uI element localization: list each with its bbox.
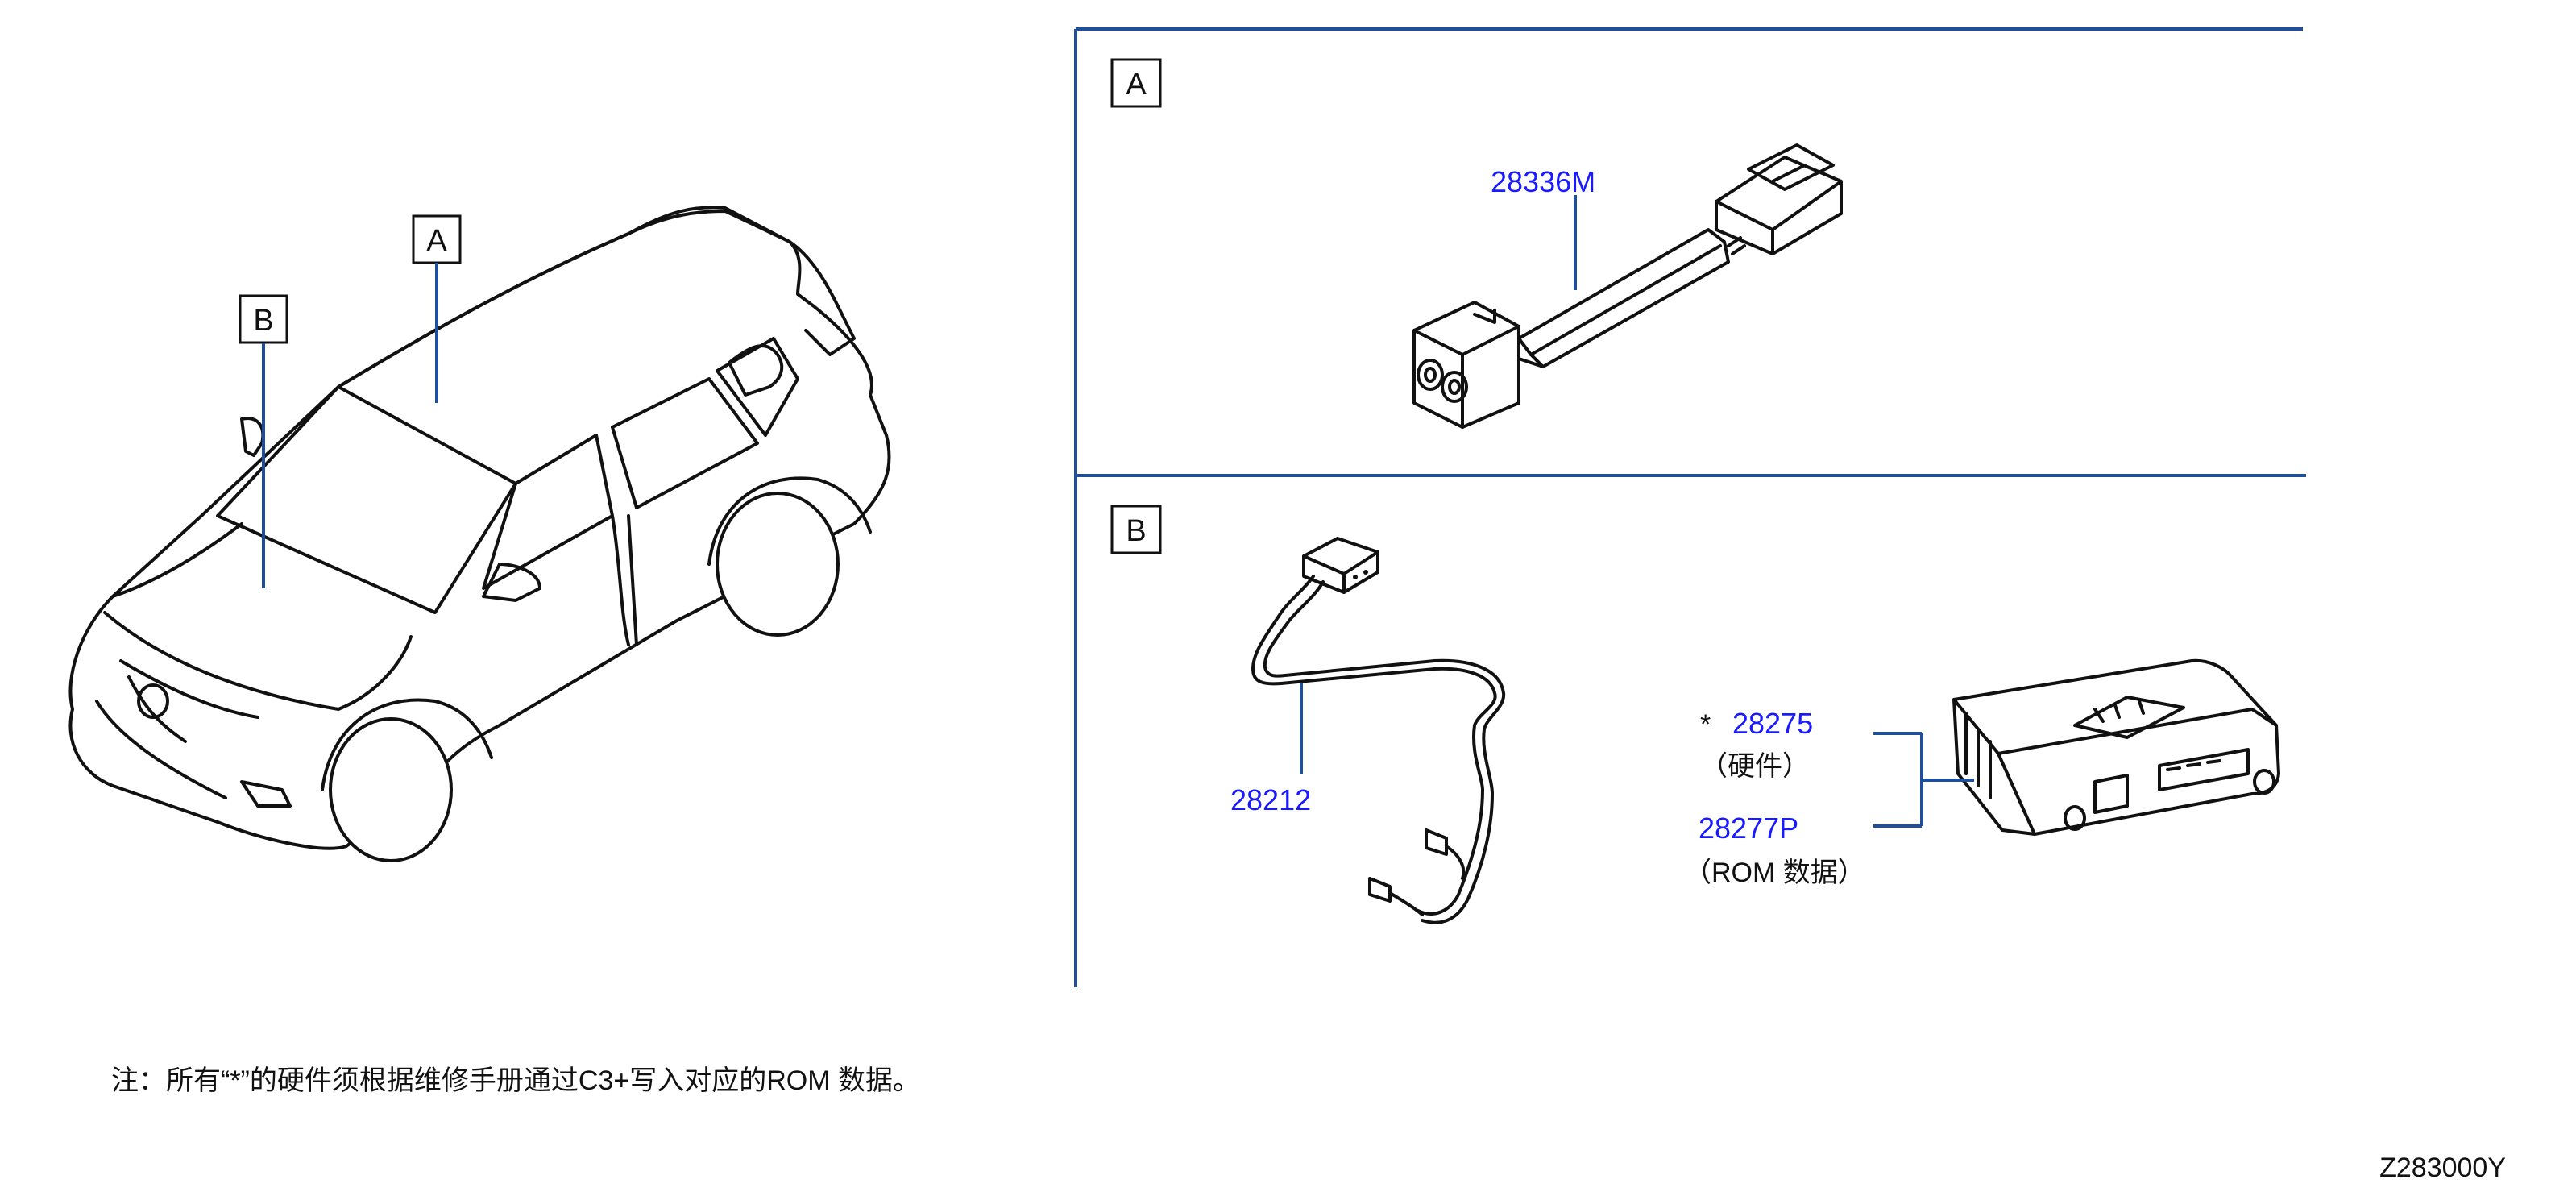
control-unit-leaders xyxy=(1873,732,1974,828)
car-callout-a-label: A xyxy=(426,224,447,258)
footer-note: 注：所有“*”的硬件须根据维修手册通过C3+写入对应的ROM 数据。 xyxy=(111,1065,920,1096)
car-callout-b-label: B xyxy=(253,304,273,338)
car-callout-b: B xyxy=(239,294,288,588)
part-28277p-label: 28277P xyxy=(1699,812,1798,845)
part-28277p-note: （ROM 数据） xyxy=(1684,858,1865,888)
part-28275-note: （硬件） xyxy=(1700,751,1810,782)
section-a-label: A xyxy=(1126,68,1147,102)
section-frames xyxy=(1074,27,2306,987)
part-28212-label-group: 28212 xyxy=(1230,683,1311,816)
control-unit-drawing xyxy=(1952,658,2280,836)
part-28336m-label-group: 28336M xyxy=(1491,165,1595,290)
part-28212-drawing xyxy=(1251,537,1506,924)
section-a-callout: A xyxy=(1110,58,1162,108)
part-28336m-label: 28336M xyxy=(1491,165,1595,198)
diagram-code: Z283000Y xyxy=(2379,1152,2506,1183)
section-b-label: B xyxy=(1126,514,1146,548)
part-28275-star: * xyxy=(1700,709,1711,740)
part-28277p-label-group: 28277P （ROM 数据） xyxy=(1684,812,1865,888)
part-28275-label-group: * 28275 （硬件） xyxy=(1700,707,1813,782)
vehicle-drawing xyxy=(68,206,891,862)
part-28336m-drawing xyxy=(1412,143,1843,429)
section-b-callout: B xyxy=(1110,505,1162,554)
part-28212-label: 28212 xyxy=(1230,783,1311,816)
car-callout-a: A xyxy=(412,214,462,403)
part-28275-label: 28275 xyxy=(1732,707,1813,740)
